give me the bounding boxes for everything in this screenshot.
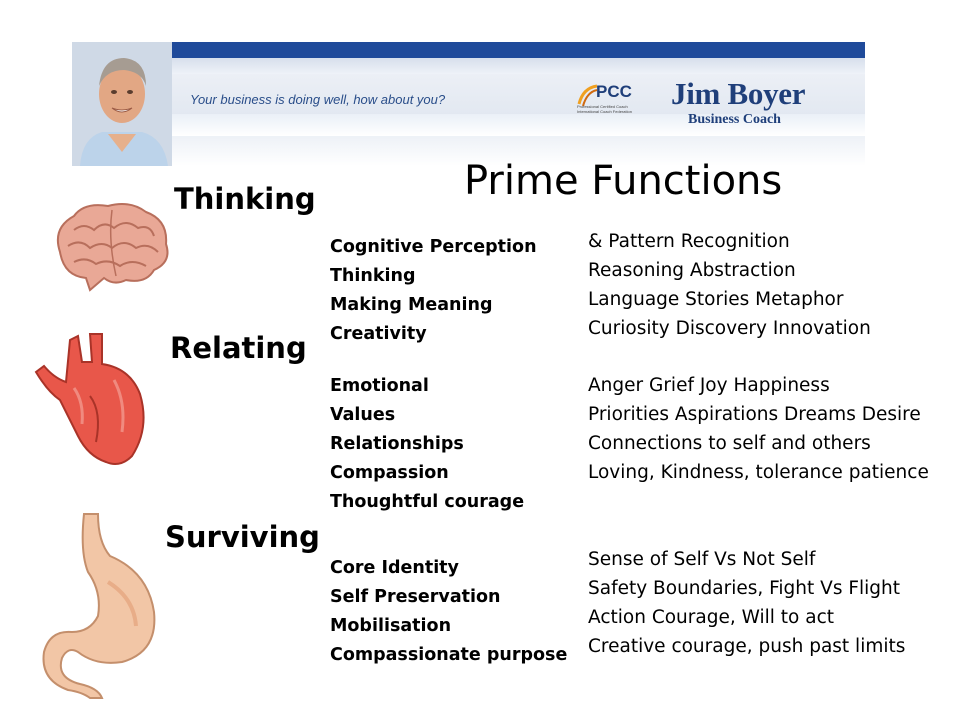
list-item: Relationships [330, 434, 464, 454]
list-item: Sense of Self Vs Not Self [588, 549, 816, 570]
list-item: Safety Boundaries, Fight Vs Flight [588, 578, 900, 599]
list-item: Creativity [330, 324, 427, 344]
pcc-logo-text: PCC [596, 82, 632, 101]
list-item: Making Meaning [330, 295, 493, 315]
brand-name: Jim Boyer [671, 76, 806, 111]
list-item: Curiosity Discovery Innovation [588, 318, 871, 339]
surviving-functions: Core Identity Self Preservation Mobilisa… [330, 554, 567, 670]
banner-stripe-lower [72, 114, 865, 136]
coach-portrait [72, 42, 172, 166]
brand-subtitle: Business Coach [688, 112, 781, 127]
list-item: Values [330, 405, 396, 425]
thinking-functions: Cognitive Perception Thinking Making Mea… [330, 233, 537, 349]
list-item: Self Preservation [330, 587, 501, 607]
list-item: Emotional [330, 376, 429, 396]
list-item: Anger Grief Joy Happiness [588, 375, 830, 396]
relating-descriptions: Anger Grief Joy Happiness Priorities Asp… [588, 371, 929, 487]
banner-stripe [72, 58, 865, 74]
relating-functions: Emotional Values Relationships Compassio… [330, 372, 524, 517]
list-item: & Pattern Recognition [588, 231, 790, 252]
list-item: Compassion [330, 463, 449, 483]
thinking-descriptions: & Pattern Recognition Reasoning Abstract… [588, 227, 871, 343]
header-banner: Your business is doing well, how about y… [72, 42, 865, 166]
banner-tagline: Your business is doing well, how about y… [190, 92, 446, 107]
section-label-relating: Relating [170, 331, 307, 365]
list-item: Loving, Kindness, tolerance patience [588, 462, 929, 483]
section-label-thinking: Thinking [174, 182, 316, 216]
brain-icon [56, 203, 169, 292]
banner-top-bar [72, 42, 865, 58]
list-item: Language Stories Metaphor [588, 289, 844, 310]
list-item: Thinking [330, 266, 416, 286]
list-item: Cognitive Perception [330, 237, 537, 257]
list-item: Thoughtful courage [330, 492, 525, 512]
list-item: Reasoning Abstraction [588, 260, 796, 281]
list-item: Priorities Aspirations Dreams Desire [588, 404, 921, 425]
stomach-icon [42, 513, 156, 699]
list-item: Creative courage, push past limits [588, 636, 906, 657]
list-item: Action Courage, Will to act [588, 607, 835, 628]
surviving-descriptions: Sense of Self Vs Not Self Safety Boundar… [588, 545, 905, 661]
pcc-logo-icon [577, 84, 598, 107]
section-label-surviving: Surviving [165, 520, 320, 554]
page-title: Prime Functions [464, 158, 783, 204]
pcc-subtext: Professional Certified Coach Internation… [577, 104, 632, 114]
list-item: Connections to self and others [588, 433, 871, 454]
list-item: Mobilisation [330, 616, 452, 636]
heart-icon [34, 333, 145, 465]
list-item: Compassionate purpose [330, 645, 568, 665]
list-item: Core Identity [330, 558, 459, 578]
